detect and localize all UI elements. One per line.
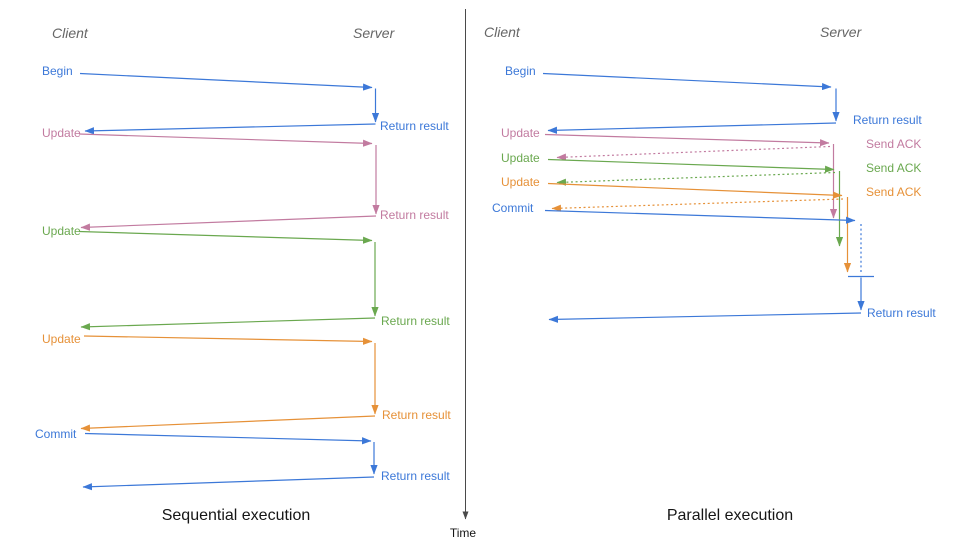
sequential-title: Sequential execution <box>162 507 311 524</box>
seq-update3-request-arrow <box>83 335 373 345</box>
seq-update1-response-arrow <box>80 215 377 231</box>
seq-update2-label: Update <box>42 224 81 238</box>
seq-begin-result-label: Return result <box>380 119 449 133</box>
par-update3-label: Update <box>501 175 540 189</box>
par-begin-response-arrow <box>547 122 837 134</box>
seq-server-header: Server <box>353 25 396 41</box>
time-axis: Time <box>450 9 477 540</box>
seq-begin-label: Begin <box>42 64 73 78</box>
par-update2-ack-arrow <box>556 171 836 186</box>
parallel-panel: Client Server Begin Return result Update… <box>484 24 936 524</box>
seq-update3-result-label: Return result <box>382 408 451 422</box>
seq-update3-response-arrow <box>80 415 376 432</box>
par-update3-ack-label: Send ACK <box>866 185 921 199</box>
par-update2-request-arrow <box>547 158 835 173</box>
seq-client-header: Client <box>52 25 89 41</box>
time-axis-label: Time <box>450 526 477 540</box>
seq-commit-request-arrow <box>84 432 372 445</box>
seq-update1-label: Update <box>42 126 81 140</box>
par-begin-request-arrow <box>542 72 832 91</box>
par-begin-label: Begin <box>505 64 536 78</box>
seq-update2-response-arrow <box>80 317 376 331</box>
par-client-header: Client <box>484 24 521 40</box>
par-update1-label: Update <box>501 126 540 140</box>
seq-begin-request-arrow <box>79 72 373 91</box>
seq-commit-result-label: Return result <box>381 469 450 483</box>
par-update2-ack-label: Send ACK <box>866 161 921 175</box>
par-commit-result-label: Return result <box>867 306 936 320</box>
par-update1-ack-arrow <box>556 145 831 161</box>
seq-update1-request-arrow <box>78 133 373 147</box>
seq-update2-result-label: Return result <box>381 314 450 328</box>
seq-update3-label: Update <box>42 332 81 346</box>
seq-update2-request-arrow <box>78 230 373 244</box>
sequential-panel: Client Server Begin Return result Update… <box>35 25 451 524</box>
seq-begin-response-arrow <box>84 123 376 135</box>
par-begin-result-label: Return result <box>853 113 922 127</box>
par-commit-label: Commit <box>492 201 534 215</box>
par-server-header: Server <box>820 24 863 40</box>
par-update3-ack-arrow <box>551 198 844 212</box>
par-commit-response-arrow <box>548 312 862 323</box>
seq-commit-response-arrow <box>82 476 375 491</box>
par-update3-request-arrow <box>547 182 843 199</box>
par-update1-request-arrow <box>544 133 830 147</box>
seq-commit-label: Commit <box>35 427 77 441</box>
seq-update1-result-label: Return result <box>380 208 449 222</box>
parallel-title: Parallel execution <box>667 507 793 524</box>
par-commit-request-arrow <box>544 209 856 224</box>
par-update2-label: Update <box>501 151 540 165</box>
par-update1-ack-label: Send ACK <box>866 137 921 151</box>
